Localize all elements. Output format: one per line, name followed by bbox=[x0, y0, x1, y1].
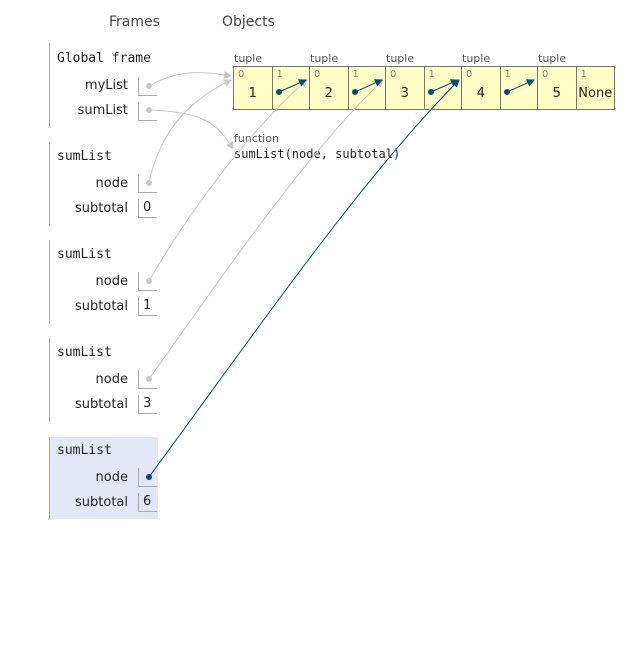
objects-header: Objects bbox=[222, 14, 275, 30]
cell-index: 0 bbox=[238, 69, 245, 80]
var-name-subtotal: subtotal bbox=[75, 495, 128, 510]
frame-title: sumList bbox=[57, 247, 112, 262]
frame-sumlist-2: sumList node subtotal 1 bbox=[49, 240, 158, 324]
var-name-mylist: myList bbox=[84, 78, 128, 93]
cell-index: 1 bbox=[276, 69, 283, 80]
tuple-label-1: tuple bbox=[234, 52, 263, 65]
frame-sumlist-4-active: sumList node subtotal 6 bbox=[49, 437, 158, 519]
tuple-label-2: tuple bbox=[310, 52, 339, 65]
cell-value: 3 bbox=[400, 86, 409, 101]
var-box-node bbox=[138, 468, 157, 487]
global-frame-title: Global frame bbox=[57, 51, 151, 66]
var-name-subtotal: subtotal bbox=[75, 397, 128, 412]
function-signature: sumList(node, subtotal) bbox=[234, 147, 401, 161]
global-frame: Global frame myList sumList bbox=[49, 43, 158, 127]
var-name-node: node bbox=[95, 372, 128, 387]
var-box-mylist bbox=[138, 77, 157, 96]
pointer-node-frame-2 bbox=[146, 79, 308, 284]
frame-title: sumList bbox=[57, 345, 112, 360]
subtotal-value: 1 bbox=[143, 298, 152, 313]
subtotal-value: 3 bbox=[143, 396, 152, 411]
var-name-subtotal: subtotal bbox=[75, 201, 128, 216]
cell-index: 1 bbox=[504, 69, 511, 80]
cell-index: 0 bbox=[314, 69, 321, 80]
frames-header: Frames bbox=[109, 14, 160, 30]
pointer-node-frame-1 bbox=[146, 79, 232, 186]
var-name-sumlist: sumList bbox=[77, 103, 128, 118]
pointer-node-frame-3 bbox=[146, 79, 384, 382]
function-label: function bbox=[234, 132, 279, 145]
var-box-subtotal: 6 bbox=[138, 493, 157, 512]
var-box-node bbox=[138, 174, 157, 193]
var-box-node bbox=[138, 272, 157, 291]
tuple-cell-next: 1 bbox=[499, 67, 539, 109]
cell-index: 0 bbox=[466, 69, 473, 80]
tuple-cell-next: 1 bbox=[423, 67, 463, 109]
var-box-subtotal: 0 bbox=[138, 199, 157, 218]
cell-value: 5 bbox=[552, 86, 561, 101]
cell-index: 0 bbox=[390, 69, 397, 80]
frame-title: sumList bbox=[57, 149, 112, 164]
pointer-node-frame-4-active bbox=[146, 79, 460, 480]
tuple-cell-next: 1 bbox=[347, 67, 387, 109]
var-box-subtotal: 1 bbox=[138, 297, 157, 316]
cell-index: 1 bbox=[352, 69, 359, 80]
var-box-subtotal: 3 bbox=[138, 395, 157, 414]
frame-sumlist-3: sumList node subtotal 3 bbox=[49, 338, 158, 422]
var-name-node: node bbox=[95, 470, 128, 485]
var-box-sumlist bbox=[138, 102, 157, 121]
cell-index: 1 bbox=[428, 69, 435, 80]
frame-title: sumList bbox=[57, 443, 112, 458]
cell-value: 1 bbox=[248, 86, 257, 101]
pointer-sumlist-function bbox=[146, 107, 234, 150]
tuple-cell-next: 1 bbox=[271, 67, 311, 109]
cell-index: 0 bbox=[542, 69, 549, 80]
var-name-node: node bbox=[95, 176, 128, 191]
frame-sumlist-1: sumList node subtotal 0 bbox=[49, 142, 158, 226]
var-name-node: node bbox=[95, 274, 128, 289]
var-name-subtotal: subtotal bbox=[75, 299, 128, 314]
cell-index: 1 bbox=[580, 69, 587, 80]
subtotal-value: 6 bbox=[143, 494, 152, 509]
tuple-label-5: tuple bbox=[538, 52, 567, 65]
cell-value: 2 bbox=[324, 86, 333, 101]
cell-value: 4 bbox=[476, 86, 485, 101]
cell-value: None bbox=[578, 86, 613, 101]
pointer-mylist bbox=[146, 70, 232, 89]
tuple-label-4: tuple bbox=[462, 52, 491, 65]
var-box-node bbox=[138, 370, 157, 389]
tuple-label-3: tuple bbox=[386, 52, 415, 65]
subtotal-value: 0 bbox=[143, 200, 152, 215]
